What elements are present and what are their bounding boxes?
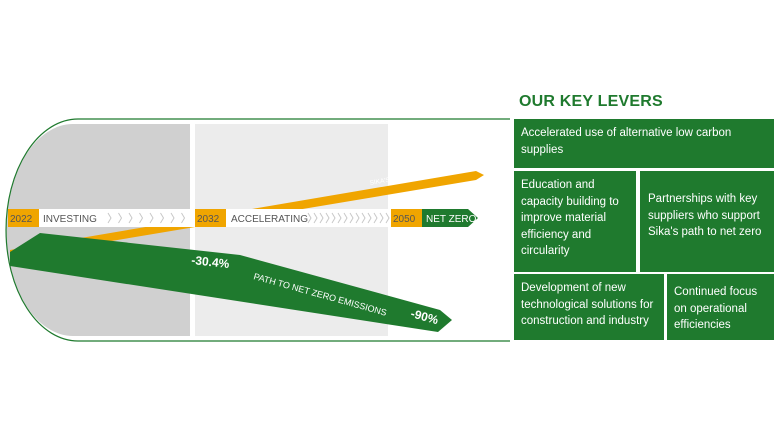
chevron-icon [367, 212, 372, 224]
chevron-icon [170, 212, 175, 224]
reduction-2032-label: -30.4% [191, 253, 231, 271]
chevron-icon [139, 212, 144, 224]
roadmap-outline [5, 118, 510, 342]
chevron-icon [181, 212, 186, 224]
net-zero-arrow [422, 209, 478, 227]
phase-2050-year-box [391, 209, 422, 227]
chevron-icon [331, 212, 336, 224]
chevron-icon [325, 212, 330, 224]
chevron-icon [313, 212, 318, 224]
phase-2050-year: 2050 [393, 214, 416, 225]
lever-box-education: Education and capacity building to impro… [514, 171, 636, 272]
chevron-icon [128, 212, 133, 224]
emissions-arrow [10, 233, 452, 332]
chevron-icon [361, 212, 366, 224]
investing-chevrons [107, 212, 186, 224]
phase-2022-label: INVESTING [43, 214, 97, 225]
chevron-icon [373, 212, 378, 224]
chevron-icon [307, 212, 312, 224]
chevron-icon [107, 212, 112, 224]
phase-2032-label: ACCELERATING [231, 214, 308, 225]
chevron-icon [118, 212, 123, 224]
key-levers-title: OUR KEY LEVERS [519, 93, 663, 110]
chevron-icon [160, 212, 165, 224]
phase-2050-label: NET ZERO [426, 214, 477, 225]
chevron-icon [343, 212, 348, 224]
accelerating-chevrons [307, 212, 390, 224]
chevron-icon [337, 212, 342, 224]
phase-2022-year-box [8, 209, 39, 227]
phase-2032-year-box [195, 209, 226, 227]
chevron-icon [355, 212, 360, 224]
lever-box-operational-efficiencies: Continued focus on operational efficienc… [667, 274, 774, 340]
chevron-icon [319, 212, 324, 224]
lever-box-alternative-supplies: Accelerated use of alternative low carbo… [514, 119, 774, 168]
chevron-icon [385, 212, 390, 224]
lever-box-new-technologies: Development of new technological solutio… [514, 274, 664, 340]
phase-2032-year: 2032 [197, 214, 220, 225]
chevron-icon [149, 212, 154, 224]
phase-2022-year: 2022 [10, 214, 33, 225]
chevron-icon [349, 212, 354, 224]
lever-box-partnerships: Partnerships with key suppliers who supp… [640, 171, 774, 272]
chevron-icon [379, 212, 384, 224]
